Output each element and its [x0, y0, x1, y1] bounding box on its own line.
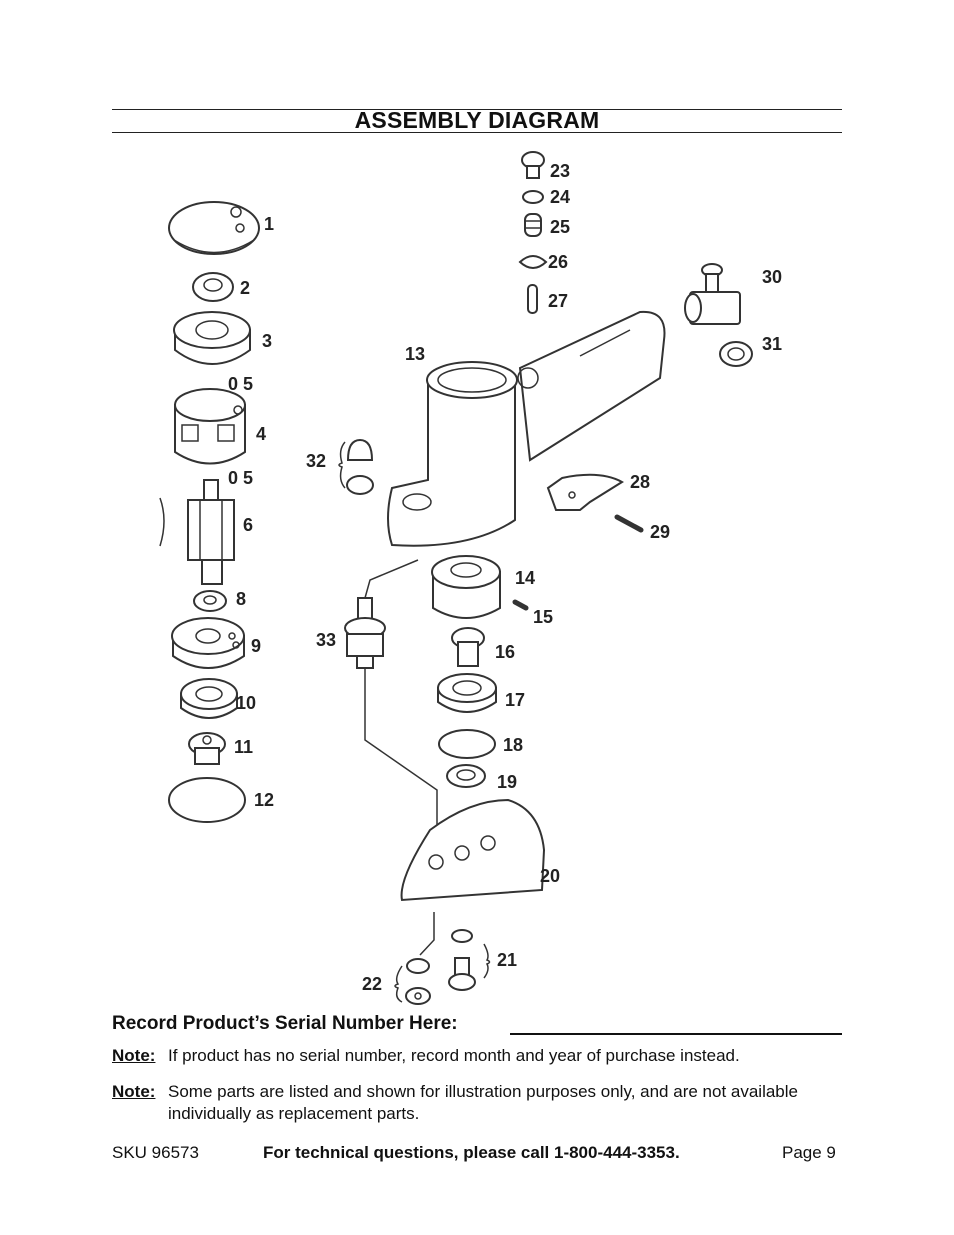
- part-label-27: 27: [548, 291, 568, 311]
- part-29-pin: [614, 514, 644, 533]
- part-1-end-cap: [168, 201, 260, 255]
- part-label-3: 3: [262, 331, 272, 351]
- part-label-19: 19: [497, 772, 517, 792]
- part-9-plate: [171, 617, 245, 669]
- part-22-nuts: [394, 958, 431, 1005]
- part-21-fasteners: [448, 929, 491, 991]
- part-label-5-upper: 0 5: [228, 374, 253, 394]
- part-20-sanding-pad: [400, 798, 546, 902]
- part-label-4: 4: [256, 424, 266, 444]
- part-32-cap-nut: [338, 438, 374, 495]
- leader-line: [364, 559, 419, 599]
- part-label-16: 16: [495, 642, 515, 662]
- part-label-10: 10: [236, 693, 256, 713]
- part-label-31: 31: [762, 334, 782, 354]
- part-19-washer: [446, 764, 486, 788]
- part-4-cylinder: [174, 388, 246, 465]
- part-18-snap-ring: [438, 729, 496, 759]
- part-label-9: 9: [251, 636, 261, 656]
- part-label-12: 12: [254, 790, 274, 810]
- part-label-25: 25: [550, 217, 570, 237]
- part-25-spring: [524, 213, 542, 237]
- part-16-spindle: [451, 627, 485, 667]
- footer-sku: SKU 96573: [112, 1143, 199, 1162]
- serial-number-label: Record Product’s Serial Number Here:: [112, 1013, 458, 1034]
- part-label-21: 21: [497, 950, 517, 970]
- part-label-26: 26: [548, 252, 568, 272]
- leader-line: [419, 912, 435, 956]
- note-no-serial: Note: If product has no serial number, r…: [112, 1045, 842, 1069]
- part-label-8: 8: [236, 589, 246, 609]
- part-label-23: 23: [550, 161, 570, 181]
- part-14-collar: [431, 555, 501, 619]
- part-24-o-ring: [522, 190, 544, 204]
- note-text: If product has no serial number, record …: [168, 1046, 740, 1065]
- serial-number-blank: [510, 1033, 842, 1035]
- part-label-33: 33: [316, 630, 336, 650]
- assembly-diagram: 1 2 3 0 5 4 0 5 6 8 9 10 11 12 23 24 25 …: [159, 151, 782, 1005]
- part-label-30: 30: [762, 267, 782, 287]
- part-15-pin: [512, 599, 529, 611]
- top-rule: [112, 109, 842, 110]
- part-30-air-inlet: [684, 263, 741, 325]
- part-label-28: 28: [630, 472, 650, 492]
- note-label: Note:: [112, 1082, 156, 1101]
- note-illustration-only: Note: Some parts are listed and shown fo…: [112, 1081, 842, 1127]
- part-12-pad-ring: [168, 777, 246, 823]
- part-label-29: 29: [650, 522, 670, 542]
- part-label-20: 20: [540, 866, 560, 886]
- part-6-rotor: [159, 479, 235, 585]
- part-28-lever: [546, 473, 624, 511]
- part-17-bearing: [437, 673, 497, 713]
- part-label-18: 18: [503, 735, 523, 755]
- title-underline: [112, 132, 842, 133]
- part-8-washer: [193, 590, 227, 612]
- part-label-15: 15: [533, 607, 553, 627]
- part-11-nut: [188, 732, 226, 765]
- footer-contact: For technical questions, please call 1-8…: [263, 1143, 680, 1162]
- part-label-24: 24: [550, 187, 570, 207]
- part-33-bolt: [344, 597, 386, 669]
- part-label-1: 1: [264, 214, 274, 234]
- page-title: ASSEMBLY DIAGRAM: [354, 107, 600, 133]
- part-label-32: 32: [306, 451, 326, 471]
- part-26-valve: [518, 255, 548, 269]
- part-10-bearing: [180, 678, 238, 719]
- part-label-22: 22: [362, 974, 382, 994]
- part-label-2: 2: [240, 278, 250, 298]
- footer-page-number: Page 9: [782, 1143, 836, 1162]
- part-27-pin: [527, 284, 538, 314]
- part-label-11: 11: [234, 737, 253, 757]
- part-label-13: 13: [405, 344, 425, 364]
- note-label: Note:: [112, 1046, 156, 1065]
- part-label-6: 6: [243, 515, 253, 535]
- part-3-ring: [173, 311, 251, 365]
- part-label-17: 17: [505, 690, 525, 710]
- part-label-5-lower: 0 5: [228, 468, 253, 488]
- part-label-14: 14: [515, 568, 535, 588]
- part-31-fitting: [719, 341, 753, 367]
- part-2-bearing: [192, 272, 234, 302]
- leader-line: [364, 668, 438, 860]
- part-13-housing: [387, 310, 666, 547]
- note-text: Some parts are listed and shown for illu…: [168, 1082, 798, 1123]
- part-23-screw: [521, 151, 545, 179]
